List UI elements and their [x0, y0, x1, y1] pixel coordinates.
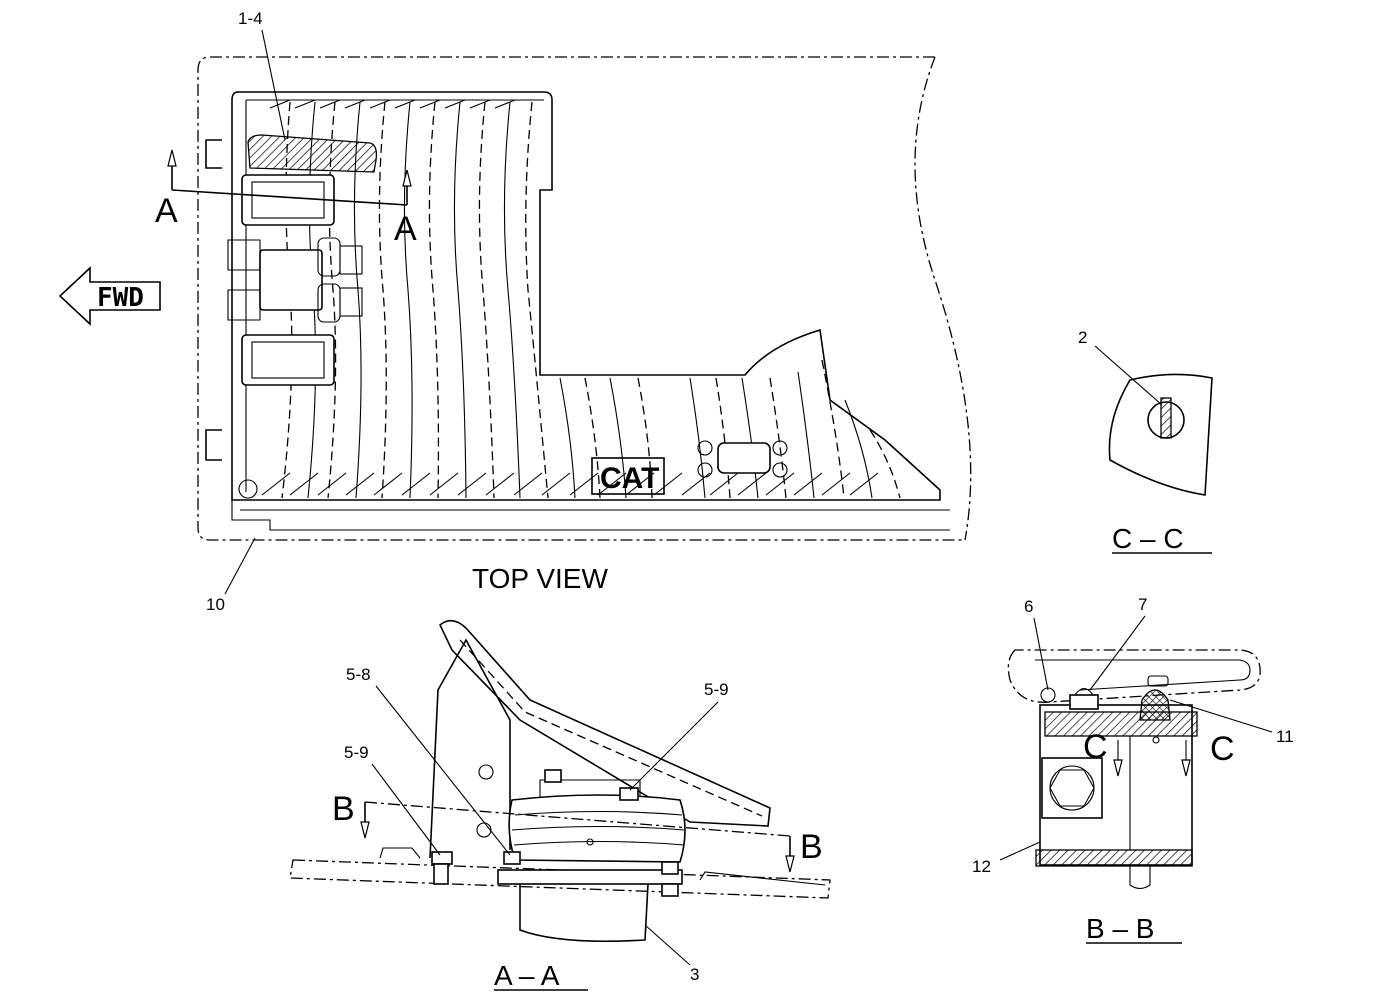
lower-ribs [559, 359, 901, 499]
cat-logo-plate [591, 457, 665, 495]
leader-3 [644, 924, 691, 966]
section-a-boot-center [586, 838, 594, 846]
cat-logo: CAT [600, 462, 659, 495]
section-a-mat-ribs [379, 847, 826, 886]
section-a-housing [519, 883, 649, 943]
section-a-floor-plate [289, 859, 831, 899]
top-view-outline [197, 56, 965, 541]
section-b-slot-inner [1035, 659, 1251, 691]
section-a-boot-folds [511, 810, 685, 846]
section-marker-c-left: C [1083, 728, 1108, 766]
top-view: CAT A A FWD 1-4 10 TOP VIEW [58, 9, 972, 614]
bracket-hole-lower [476, 822, 492, 838]
pedal-pad [247, 134, 378, 173]
leader-10 [224, 537, 256, 595]
section-a-mount-plate [497, 869, 683, 885]
bracket-hole-upper [478, 764, 494, 780]
leader-12 [999, 841, 1041, 861]
section-marker-b-left: B [332, 790, 355, 828]
leader-5-9-right [629, 701, 719, 791]
section-c-view: 2 C – C [1078, 328, 1213, 554]
callout-11: 11 [1276, 727, 1294, 746]
section-a-bracket [429, 638, 511, 859]
section-b-top-plate [1044, 711, 1198, 737]
drain-assembly [697, 440, 788, 478]
callout-5-9-right: 5-9 [704, 680, 729, 699]
section-b-title: B – B [1086, 913, 1154, 944]
rib-teeth [261, 99, 879, 496]
part-11-plug [1139, 689, 1171, 721]
section-b-hex-bolt [1041, 757, 1103, 819]
callout-5-8: 5-8 [346, 665, 371, 684]
callout-7: 7 [1138, 595, 1147, 614]
section-b-cut-line [360, 801, 795, 873]
section-b-stub [1129, 866, 1151, 890]
section-a-bolts [431, 769, 679, 897]
section-a-boot [508, 794, 686, 863]
leader-6 [1033, 617, 1049, 691]
callout-10: 10 [206, 595, 225, 614]
callout-12: 12 [972, 857, 991, 876]
section-b-pin-center [1152, 736, 1160, 744]
leader-11 [1169, 699, 1273, 733]
part-11-cap [1147, 675, 1169, 687]
part-7-nut [1069, 694, 1099, 710]
section-b-bottom-plate [1035, 849, 1193, 867]
section-marker-a-left: A [155, 192, 178, 230]
leader-2 [1094, 345, 1163, 406]
section-a-title: A – A [494, 960, 560, 991]
pedal-brackets [227, 174, 363, 386]
callout-3: 3 [690, 965, 699, 984]
top-view-title: TOP VIEW [472, 563, 608, 594]
section-a-cut-line [167, 149, 412, 206]
top-view-break-line [914, 56, 972, 541]
fwd-label: FWD [97, 283, 144, 313]
section-marker-c-right: C [1210, 730, 1235, 768]
callout-6: 6 [1024, 597, 1033, 616]
callout-5-9-left: 5-9 [344, 743, 369, 762]
notch-upper [205, 139, 222, 169]
section-marker-a-right: A [394, 210, 417, 248]
leader-1-4 [261, 29, 286, 141]
callout-1-4: 1-4 [238, 9, 263, 28]
section-c-pin [1160, 397, 1172, 439]
section-a-view: B B 5-8 5-9 5-9 3 A – A [289, 619, 831, 991]
leader-5-9-left [371, 763, 441, 856]
section-marker-b-right: B [800, 828, 823, 866]
section-c-arrow-right [1181, 759, 1191, 777]
callout-2: 2 [1078, 328, 1087, 347]
section-b-view: C C 6 7 11 12 B – B [972, 595, 1294, 944]
section-a-boot-top [539, 779, 641, 798]
mount-hole [238, 479, 258, 499]
section-c-arrow-left [1113, 759, 1123, 777]
section-b-slot [1007, 649, 1261, 703]
section-c-profile [1108, 373, 1213, 496]
leader-7 [1089, 615, 1146, 691]
section-a-pedal-teeth [459, 639, 763, 817]
floor-mat-edges [231, 99, 950, 531]
fwd-arrow-icon [58, 266, 161, 326]
part-6-washer [1040, 687, 1056, 703]
leader-5-8 [375, 685, 511, 856]
floor-mat [231, 91, 941, 501]
part-7-head [1074, 687, 1094, 696]
notch-lower [205, 429, 222, 461]
section-c-title: C – C [1112, 523, 1184, 554]
